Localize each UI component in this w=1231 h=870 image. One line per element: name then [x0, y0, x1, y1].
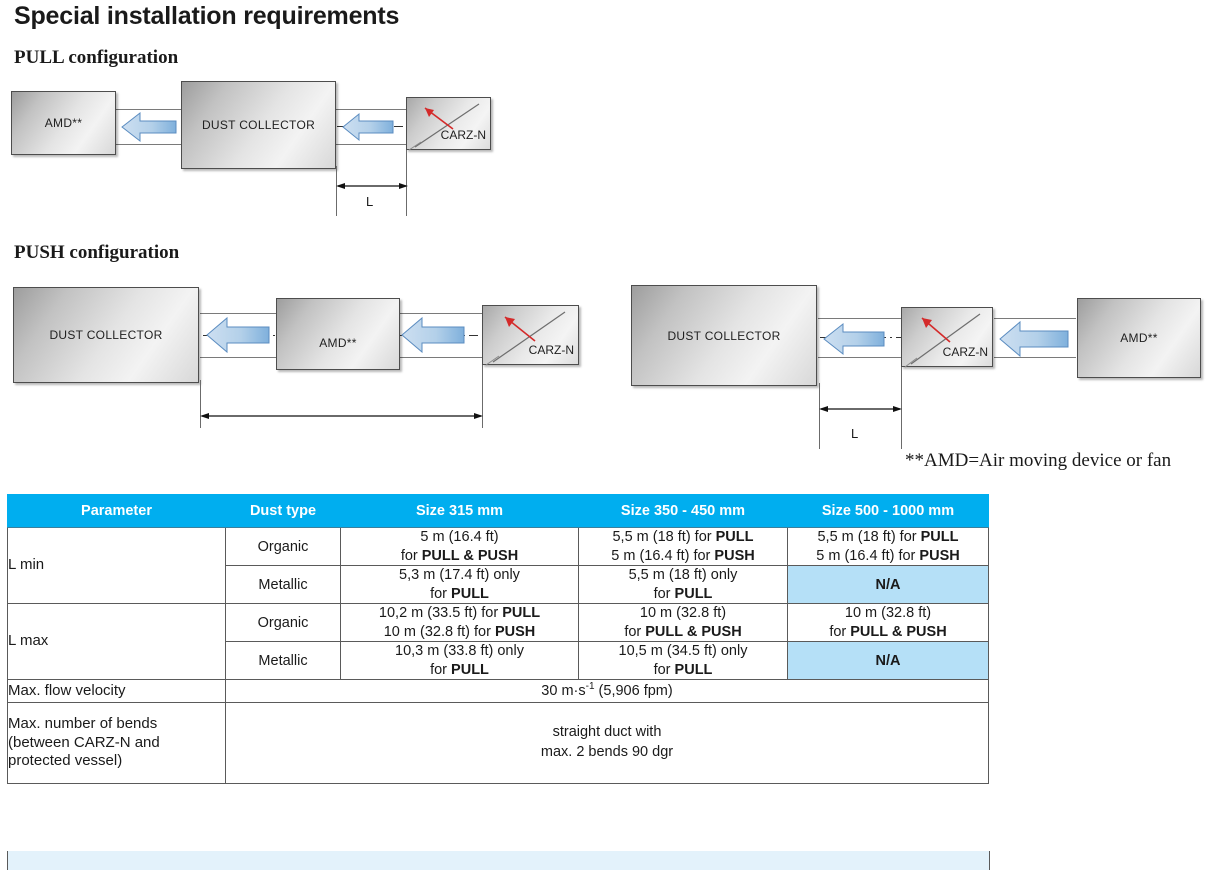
carz-n-label: CARZ-N	[528, 343, 574, 357]
dimension-label-l: L	[851, 426, 859, 441]
dust-type-metallic: Metallic	[225, 641, 341, 681]
duct-line	[818, 357, 902, 358]
carz-n-box-push-right: CARZ-N	[901, 307, 993, 368]
extension-line	[901, 367, 902, 449]
dust-collector-box-push-left: DUST COLLECTOR	[13, 287, 199, 383]
cell-max-bends-value: straight duct with max. 2 bends 90 dgr	[225, 701, 989, 785]
dimension-line	[336, 183, 408, 189]
cell-lmax-metallic-315: 10,3 m (33.8 ft) only for PULL	[340, 641, 579, 681]
cell-lmin-metallic-315: 5,3 m (17.4 ft) only for PULL	[340, 565, 579, 605]
flow-arrow-icon	[342, 112, 394, 142]
dust-collector-box-push-right: DUST COLLECTOR	[631, 285, 817, 386]
column-header-dust-type: Dust type	[225, 494, 341, 528]
dust-collector-box-pull: DUST COLLECTOR	[181, 81, 336, 169]
duct-line	[994, 318, 1076, 319]
valve-flap-icon	[904, 313, 981, 368]
specification-table: Parameter Dust type Size 315 mm Size 350…	[7, 494, 989, 785]
flow-arrow-icon	[206, 316, 270, 354]
table-row: L max Organic 10,2 m (33.5 ft) for PULL …	[7, 603, 989, 681]
table-row: Max. number of bends (between CARZ-N and…	[7, 701, 989, 785]
row-label-max-flow-velocity: Max. flow velocity	[7, 679, 226, 703]
row-label-l-max: L max	[7, 603, 226, 681]
duct-line	[335, 144, 407, 145]
cell-lmax-metallic-350: 10,5 m (34.5 ft) only for PULL	[578, 641, 788, 681]
extension-line	[336, 166, 337, 216]
duct-line	[818, 318, 902, 319]
section-title-pull: PULL configuration	[14, 47, 179, 68]
amd-box-push-right: AMD**	[1077, 298, 1201, 378]
valve-flap-icon	[485, 311, 566, 366]
table-header-row: Parameter Dust type Size 315 mm Size 350…	[7, 494, 989, 528]
cell-lmin-organic-350: 5,5 m (18 ft) for PULL 5 m (16.4 ft) for…	[578, 526, 788, 567]
dimension-line	[819, 406, 902, 412]
amd-label: AMD**	[1120, 331, 1158, 345]
dust-collector-label: DUST COLLECTOR	[667, 328, 781, 343]
flow-arrow-icon	[823, 322, 885, 356]
carz-n-label: CARZ-N	[942, 345, 988, 359]
amd-label: AMD**	[44, 116, 83, 130]
column-header-size-500-1000: Size 500 - 1000 mm	[787, 494, 989, 528]
duct-line	[116, 144, 182, 145]
row-label-max-bends: Max. number of bends (between CARZ-N and…	[7, 701, 226, 785]
amd-box-push-left: AMD**	[276, 298, 400, 370]
carz-n-box-pull: CARZ-N	[406, 97, 491, 151]
dust-type-organic: Organic	[225, 603, 341, 643]
extension-line	[200, 380, 201, 428]
page-title: Special installation requirements	[14, 2, 400, 30]
cell-lmax-organic-350: 10 m (32.8 ft) for PULL & PUSH	[578, 603, 788, 643]
duct-line	[116, 109, 182, 110]
column-header-size-350-450: Size 350 - 450 mm	[578, 494, 788, 528]
row-label-l-min: L min	[7, 526, 226, 605]
extension-line	[406, 150, 407, 216]
dust-collector-label: DUST COLLECTOR	[49, 328, 163, 342]
dust-type-organic: Organic	[225, 526, 341, 567]
table-bottom-strip	[7, 851, 990, 870]
duct-line	[994, 357, 1076, 358]
dust-collector-label: DUST COLLECTOR	[201, 118, 316, 132]
dimension-line	[200, 413, 483, 419]
amd-box-pull: AMD**	[11, 91, 116, 155]
flow-arrow-icon	[121, 111, 177, 143]
dust-type-metallic: Metallic	[225, 565, 341, 605]
duct-line	[200, 313, 280, 314]
cell-lmin-organic-315: 5 m (16.4 ft) for PULL & PUSH	[340, 526, 579, 567]
table-row: Metallic 10,3 m (33.8 ft) only for PULL …	[8, 641, 989, 681]
cell-lmin-metallic-500-na: N/A	[787, 565, 989, 605]
flow-arrow-icon	[999, 320, 1069, 358]
cell-lmax-organic-315: 10,2 m (33.5 ft) for PULL 10 m (32.8 ft)…	[340, 603, 579, 643]
column-header-parameter: Parameter	[7, 494, 226, 528]
table-row: Max. flow velocity 30 m·s-1 (5,906 fpm)	[7, 679, 989, 703]
duct-line	[397, 313, 482, 314]
amd-footnote: **AMD=Air moving device or fan	[905, 450, 1172, 471]
cell-lmax-metallic-500-na: N/A	[787, 641, 989, 681]
table-row: L min Organic 5 m (16.4 ft) for PULL & P…	[7, 526, 989, 605]
cell-max-flow-velocity-value: 30 m·s-1 (5,906 fpm)	[225, 679, 989, 703]
amd-label: AMD**	[319, 336, 357, 350]
carz-n-box-push-left: CARZ-N	[482, 305, 579, 366]
duct-line	[335, 109, 407, 110]
cell-lmax-organic-500: 10 m (32.8 ft) for PULL & PUSH	[787, 603, 989, 643]
duct-line	[200, 357, 280, 358]
extension-line	[819, 383, 820, 449]
section-title-push: PUSH configuration	[14, 242, 180, 263]
valve-flap-icon	[408, 103, 480, 151]
column-header-size-315: Size 315 mm	[340, 494, 579, 528]
flow-arrow-icon	[401, 316, 465, 354]
cell-lmin-metallic-350: 5,5 m (18 ft) only for PULL	[578, 565, 788, 605]
dimension-label-l: L	[366, 194, 374, 209]
carz-n-label: CARZ-N	[440, 128, 486, 142]
extension-line	[482, 365, 483, 428]
duct-line	[397, 357, 482, 358]
cell-lmin-organic-500: 5,5 m (18 ft) for PULL 5 m (16.4 ft) for…	[787, 526, 989, 567]
